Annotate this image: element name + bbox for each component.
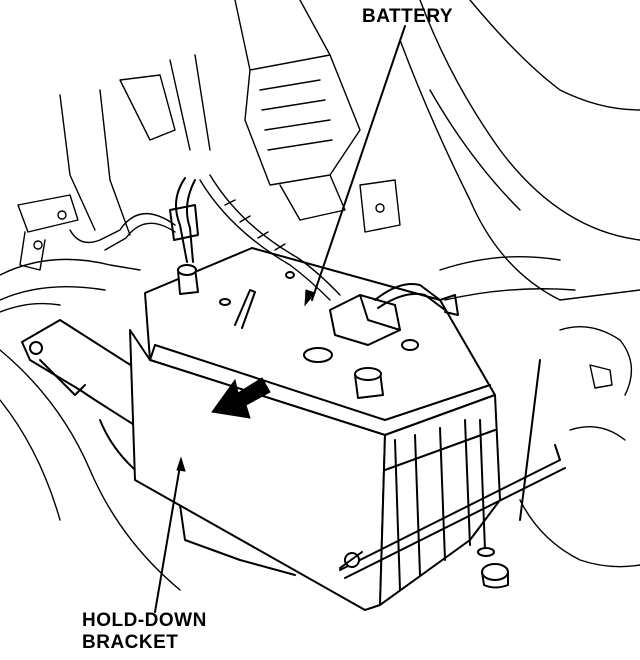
hold-down-bracket-label-line2: BRACKET [82, 632, 179, 653]
battery-body [129, 247, 501, 611]
terminals-and-cables [69, 174, 459, 399]
hold-down-bracket-label-line1: HOLD-DOWN [82, 610, 207, 631]
callout-leaders [154, 25, 406, 613]
engine-bay-background [0, 0, 640, 591]
hold-down-bracket-label: HOLD-DOWN BRACKET [82, 610, 207, 654]
battery-label: BATTERY [362, 6, 454, 27]
hold-down-hardware [339, 359, 566, 589]
